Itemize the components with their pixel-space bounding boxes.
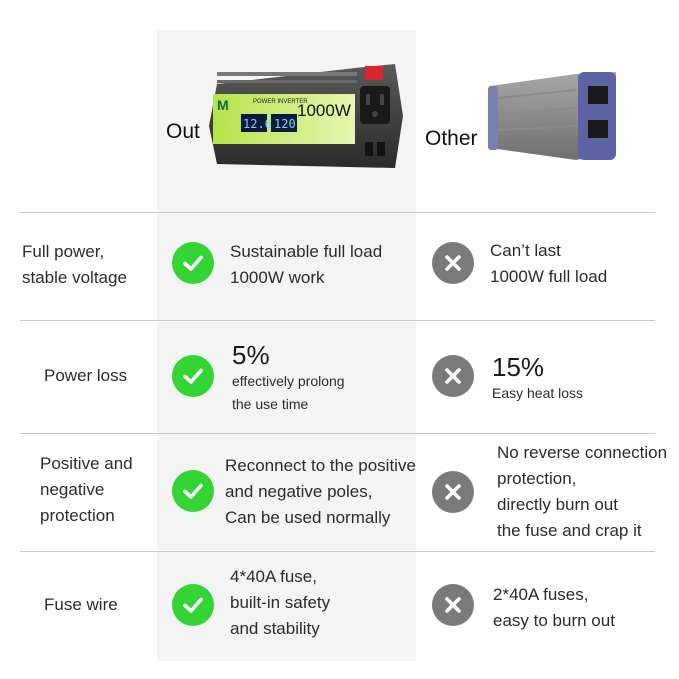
ours-inverter-display-right: 120 (274, 117, 296, 131)
feature-label: Fuse wire (44, 595, 118, 614)
ours-cell: 5% effectively prolong the use time (232, 340, 345, 412)
cross-icon (432, 355, 474, 397)
ours-inverter-title: POWER INVERTER (253, 99, 308, 105)
check-icon (172, 242, 214, 284)
ours-column-label: Out (166, 120, 200, 143)
other-column-label: Other (425, 127, 478, 150)
other-cell: 2*40A fuses,easy to burn out (493, 585, 615, 630)
check-icon (172, 355, 214, 397)
ours-inverter-image: M POWER INVERTER 1000W 12.6 120 (209, 64, 403, 168)
check-icon (172, 470, 214, 512)
check-icon (172, 584, 214, 626)
cross-icon (432, 584, 474, 626)
ours-power-loss-value: 5% (232, 340, 270, 370)
cross-icon (432, 471, 474, 513)
row-divider (20, 212, 655, 213)
other-inverter-image (488, 72, 616, 160)
row-divider (20, 320, 655, 321)
ours-inverter-wattage: 1000W (297, 101, 351, 120)
feature-label: Full power,stable voltage (22, 242, 127, 287)
other-power-loss-value: 15% (492, 352, 545, 382)
ours-inverter-display-left: 12.6 (243, 117, 272, 131)
row-divider (20, 433, 655, 434)
row-divider (20, 551, 655, 552)
cross-icon (432, 242, 474, 284)
other-cell: 15% Easy heat loss (492, 352, 584, 401)
ours-inverter-brand: M (217, 97, 229, 113)
feature-label: Power loss (44, 366, 128, 385)
